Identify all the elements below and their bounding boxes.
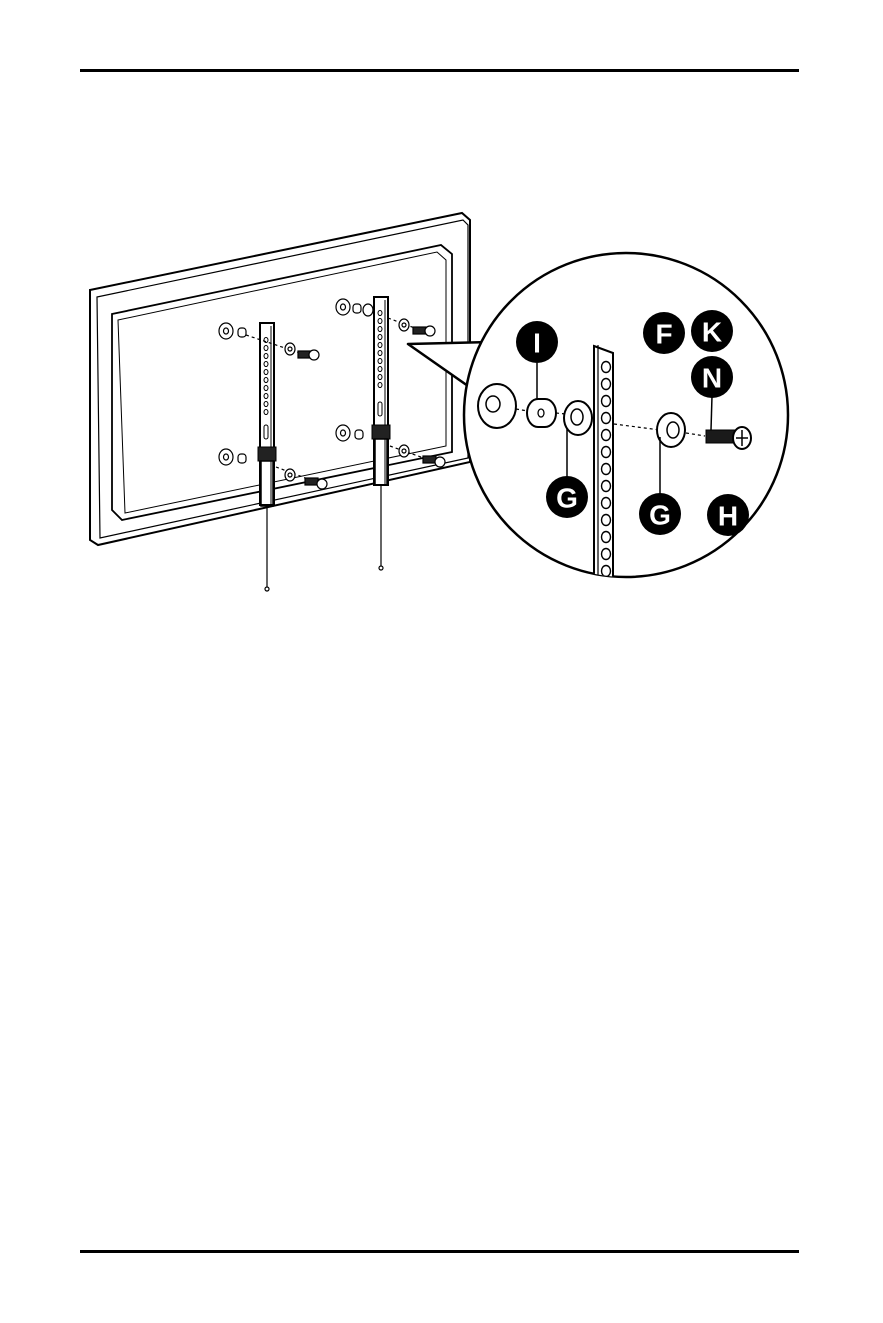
callout-letter-n: N [702,363,722,394]
callout-letter-i: I [533,328,541,359]
callout-badge-h: H [707,494,749,536]
callout-badge-g-right: G [639,493,681,535]
callout-letter-k: K [702,317,722,348]
callout-badge-f: F [643,312,685,354]
bottom-rule [80,1250,799,1253]
callout-badge-n: N [691,356,733,398]
callout-badge-g-left: G [546,476,588,518]
callout-letter-f: F [655,319,672,350]
tv-insert-nut [478,384,516,428]
left-bracket [258,323,276,506]
washer-part-g-right [657,413,685,447]
spacer-part-i [527,399,556,427]
right-bracket [372,297,390,485]
washer-part-g-left [564,401,592,435]
callout-letter-g-right: G [649,500,671,531]
callout-badge-k: K [691,310,733,352]
callout-badge-i: I [516,321,558,363]
detail-bracket [594,345,613,590]
callout-letter-h: H [718,501,738,532]
tv-back-panel [90,213,470,545]
callout-letter-g-left: G [556,483,578,514]
